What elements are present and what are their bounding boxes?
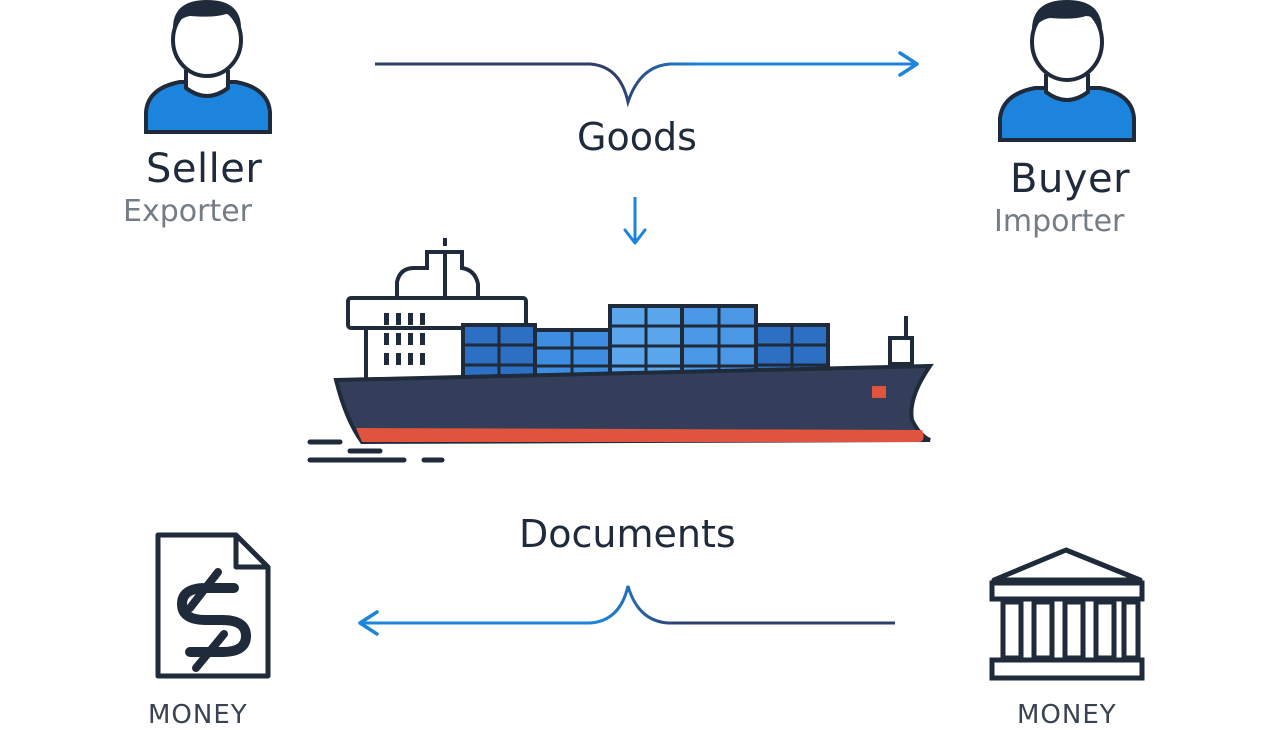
money-label-left: MONEY	[148, 700, 248, 730]
money-document-icon	[155, 532, 271, 679]
seller-role: Exporter	[123, 194, 252, 229]
documents-label: Documents	[519, 512, 736, 556]
down-arrow	[623, 197, 647, 245]
seller-title: Seller	[146, 146, 263, 192]
goods-arrow	[375, 51, 919, 108]
seller-person-icon	[144, 0, 272, 134]
bank-icon	[989, 547, 1145, 681]
documents-arrow	[358, 585, 895, 636]
buyer-role: Importer	[994, 204, 1125, 239]
buyer-title: Buyer	[1010, 156, 1131, 202]
buyer-person-icon	[998, 0, 1136, 142]
cargo-ship-icon	[307, 238, 934, 463]
goods-label: Goods	[577, 115, 697, 159]
money-label-right: MONEY	[1017, 700, 1117, 730]
